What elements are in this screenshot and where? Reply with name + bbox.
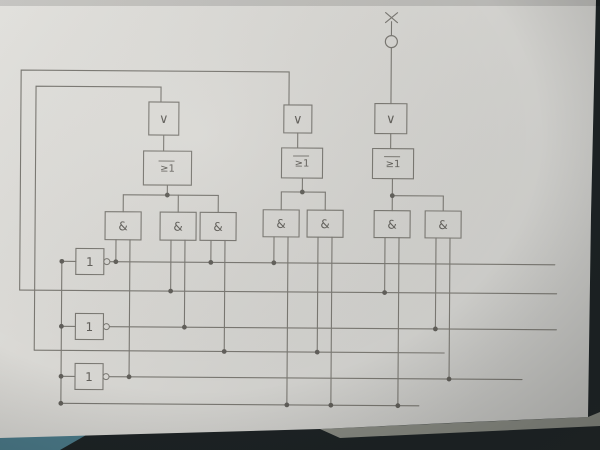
photo-top-shadow [0,0,600,6]
